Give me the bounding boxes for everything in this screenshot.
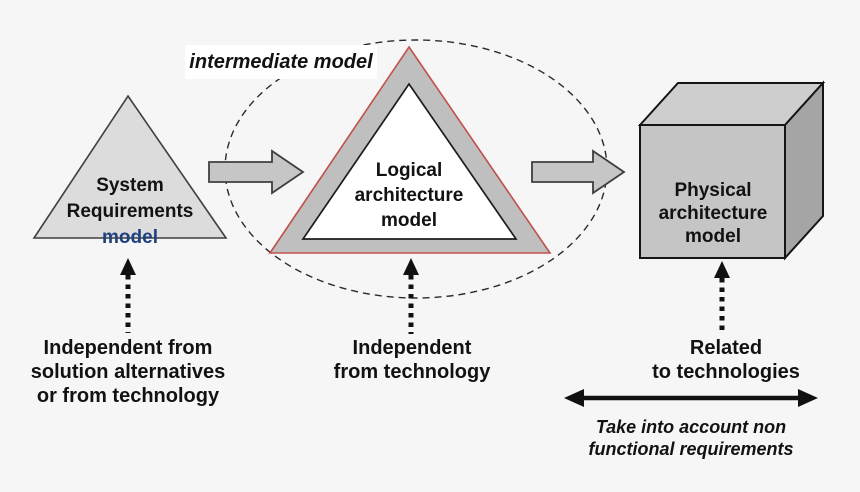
system-requirements-label: System Requirements model — [10, 147, 250, 277]
dotted-arrow-middle — [403, 258, 419, 334]
arrow-logical-to-physical — [531, 149, 626, 195]
dotted-arrow-right — [714, 261, 730, 331]
system-requirements-triangle — [32, 94, 228, 239]
arrow-system-to-logical — [208, 149, 305, 195]
physical-architecture-label: Physical architecture model — [593, 156, 833, 248]
logical-architecture-triangle-inner — [301, 82, 518, 240]
caption-independent-solution: Independent from solution alternatives o… — [30, 337, 226, 407]
system-requirements-title: System Requirements — [66, 175, 194, 222]
physical-architecture-title: Physical architecture — [658, 180, 768, 224]
system-requirements-model-word: model — [102, 227, 158, 248]
caption-non-functional-requirements: Take into account non functional require… — [588, 417, 794, 459]
caption-related-technologies: Related to technologies — [652, 337, 800, 383]
intermediate-model-label: intermediate model — [185, 45, 377, 79]
dotted-arrow-left — [120, 258, 136, 333]
cube-front-face — [639, 124, 786, 259]
physical-architecture-cube — [637, 80, 826, 261]
physical-architecture-model-word: model — [685, 226, 741, 247]
caption-independent-technology: Independent from technology — [333, 337, 491, 383]
logical-architecture-label: Logical architecture model — [354, 160, 464, 231]
double-headed-arrow — [564, 389, 818, 407]
